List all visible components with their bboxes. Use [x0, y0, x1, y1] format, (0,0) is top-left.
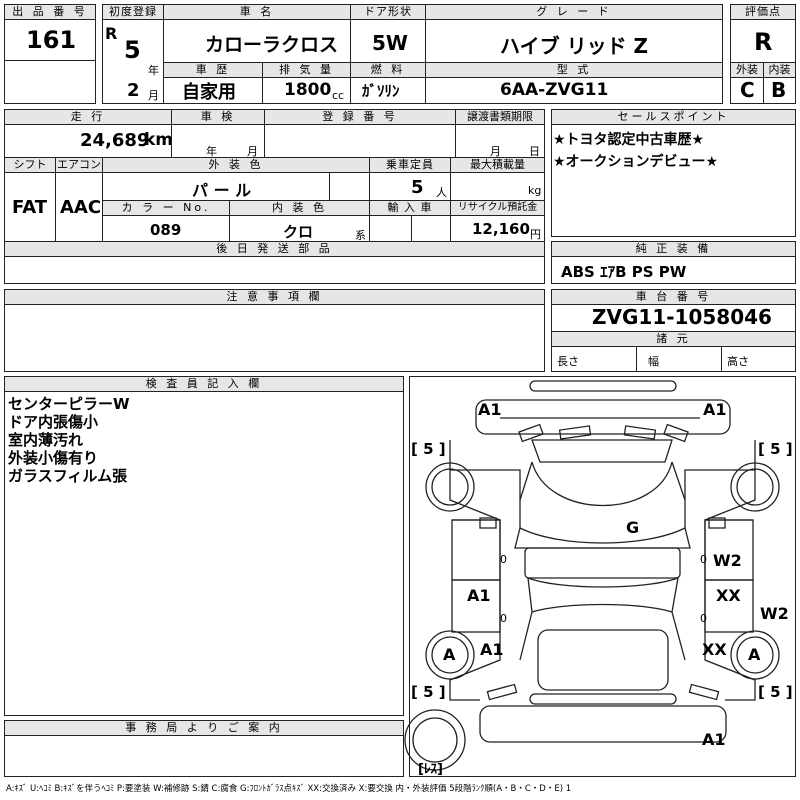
height-label: 高さ — [727, 355, 749, 368]
damage-mark: A1 — [467, 586, 491, 605]
kg-unit: kg — [528, 184, 542, 197]
ext-score: C — [740, 78, 755, 102]
damage-mark: A — [748, 645, 761, 664]
tire-depth-rl: [ 5 ] — [411, 683, 446, 701]
damage-mark: A — [443, 645, 456, 664]
int-color: クロ — [283, 223, 314, 241]
lot-no: 161 — [26, 26, 77, 54]
model-code: 6AA-ZVG11 — [500, 80, 609, 100]
score-header: 評価点 — [730, 4, 796, 20]
ac: AAC — [60, 197, 102, 218]
inspector-note: ガラスフィルム張 — [8, 467, 128, 485]
office-cell — [4, 735, 404, 777]
yen-unit: 円 — [530, 228, 541, 241]
model-code-cell — [425, 77, 723, 104]
shift: FAT — [12, 197, 48, 218]
cc-unit: cc — [332, 89, 345, 102]
inspector-cell — [4, 391, 404, 716]
history-header: 車 歴 — [163, 62, 263, 78]
damage-mark: A1 — [480, 640, 504, 659]
mileage-header: 走 行 — [4, 109, 172, 125]
damage-mark: 0 — [500, 553, 507, 566]
history: 自家用 — [182, 82, 236, 103]
damage-mark: 0 — [700, 612, 707, 625]
damage-mark: XX — [702, 640, 727, 659]
ext-color: パ ー ル — [192, 181, 252, 200]
notes-header: 注 意 事 項 欄 — [4, 289, 545, 305]
inspection-month-unit: 月 — [247, 145, 258, 158]
series-unit: 系 — [355, 229, 366, 242]
capacity: 5 — [411, 177, 424, 198]
transfer-doc-header: 譲渡書類期限 — [455, 109, 545, 125]
damage-mark: A1 — [478, 400, 502, 419]
damage-mark: A1 — [702, 730, 726, 749]
height-cell — [721, 346, 796, 372]
inspector-note: 外装小傷有り — [8, 449, 99, 467]
transfer-day-unit: 日 — [529, 145, 540, 158]
chassis-no: ZVG11-1058046 — [592, 305, 772, 329]
genuine-equipment: ABS ｴｱB PS PW — [561, 263, 687, 281]
inspector-note: 室内薄汚れ — [8, 431, 84, 449]
int-score: B — [771, 78, 787, 102]
displacement: 1800 — [284, 80, 332, 100]
model-name: カローラクロス — [205, 34, 339, 56]
auction-score: R — [754, 28, 773, 56]
width-label: 幅 — [648, 355, 659, 368]
damage-mark: 0 — [500, 612, 507, 625]
month-unit: 月 — [148, 89, 159, 102]
ext-header: 外装 — [730, 62, 764, 78]
grade: ハイブ リッド Z — [500, 34, 649, 58]
damage-mark: 0 — [700, 553, 707, 566]
mileage: 24,689 — [80, 130, 150, 151]
car-diagram-frame — [409, 376, 796, 777]
year-unit: 年 — [148, 64, 159, 77]
inspector-note: ドア内張傷小 — [8, 413, 99, 431]
spare-tire-label: [ﾚｽ] — [418, 762, 443, 777]
damage-mark: W2 — [760, 604, 789, 623]
later-parts-cell — [4, 256, 545, 284]
notes-cell — [4, 304, 545, 372]
damage-mark: A1 — [703, 400, 727, 419]
length-label: 長さ — [557, 355, 579, 368]
door: 5W — [372, 31, 408, 55]
sales-point-1: ★トヨタ認定中古車歴★ — [553, 132, 705, 148]
damage-mark: G — [626, 518, 640, 537]
inspection-year-unit: 年 — [206, 145, 217, 158]
lot-no-blank — [4, 60, 96, 104]
reg-year: 5 — [124, 36, 141, 64]
reg-month: 2 — [127, 80, 140, 101]
person-unit: 人 — [436, 186, 447, 199]
int-score-cell — [763, 77, 796, 104]
inspector-note: センターピラーW — [8, 395, 130, 413]
km-unit: km — [144, 130, 174, 150]
max-load-header: 最大積載量 — [450, 157, 545, 173]
legend: A:ｷｽﾞ U:ﾍｺﾐ B:ｷｽﾞを伴うﾍｺﾐ P:要塗装 W:補修跡 S:錆 … — [6, 784, 572, 794]
sales-point-cell — [551, 124, 796, 237]
damage-mark: W2 — [713, 551, 742, 570]
tire-depth-rr: [ 5 ] — [758, 683, 793, 701]
tire-depth-fr: [ 5 ] — [758, 440, 793, 458]
inspector-notes: センターピラーW ドア内張傷小 室内薄汚れ 外装小傷有り ガラスフィルム張 — [8, 395, 130, 485]
tire-depth-fl: [ 5 ] — [411, 440, 446, 458]
fuel: ｶﾞｿﾘﾝ — [362, 82, 400, 100]
color-no: 089 — [150, 221, 182, 239]
damage-mark: XX — [716, 586, 741, 605]
recycle: 12,160 — [472, 220, 530, 238]
transfer-month-unit: 月 — [490, 145, 501, 158]
sales-point-2: ★オークションデビュー★ — [553, 154, 719, 170]
era: R — [105, 24, 118, 43]
genuine-cell — [551, 256, 796, 284]
